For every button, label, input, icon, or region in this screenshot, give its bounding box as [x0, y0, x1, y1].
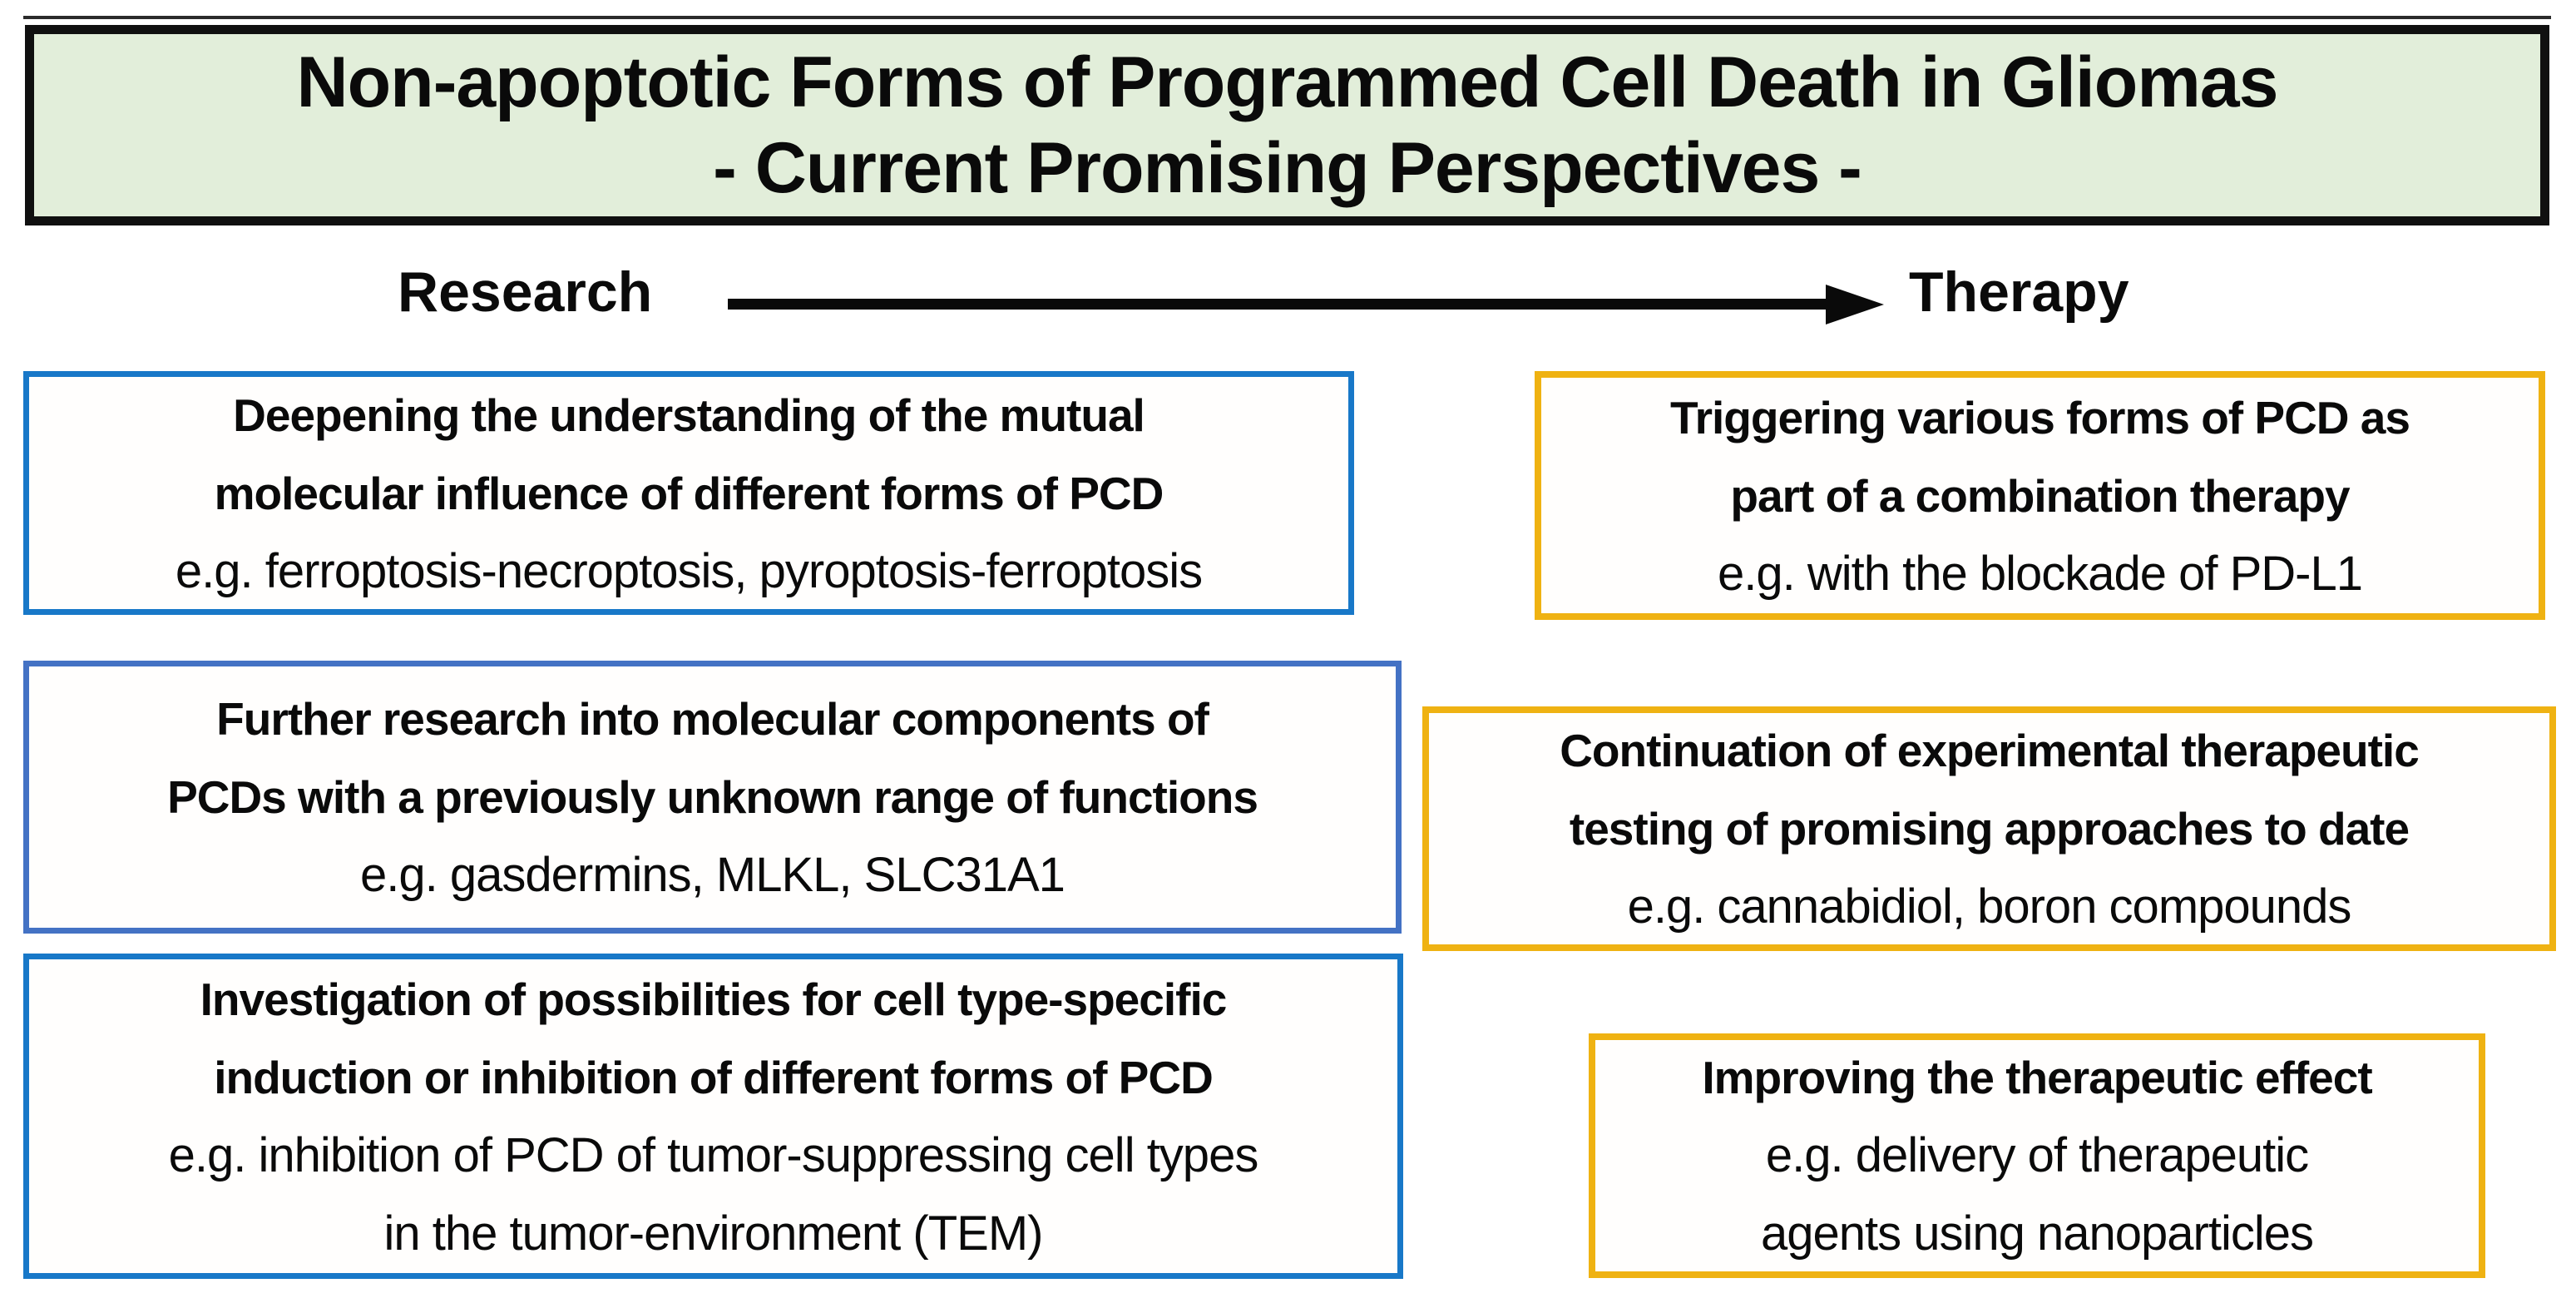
box-example-line: e.g. ferroptosis-necroptosis, pyroptosis… [175, 543, 1203, 598]
box-example-line: agents using nanoparticles [1760, 1206, 2314, 1261]
figure-title-line1: Non-apoptotic Forms of Programmed Cell D… [296, 42, 2279, 122]
top-border-line [23, 16, 2551, 19]
box-heading-line: Further research into molecular componen… [216, 693, 1209, 745]
research-axis-label: Research [398, 260, 653, 324]
research-to-therapy-arrow-line [728, 299, 1834, 310]
figure-title-line2: - Current Promising Perspectives - [713, 127, 1862, 208]
box-heading-line: part of a combination therapy [1730, 469, 2350, 522]
box-heading-line: testing of promising approaches to date [1569, 803, 2410, 855]
research-box-molecular-components: Further research into molecular componen… [23, 661, 1402, 934]
box-example-line: e.g. inhibition of PCD of tumor-suppress… [168, 1127, 1259, 1182]
therapy-box-improving-effect: Improving the therapeutic effect e.g. de… [1589, 1033, 2485, 1278]
box-example-line: in the tumor-environment (TEM) [383, 1206, 1044, 1261]
therapy-axis-label: Therapy [1909, 260, 2129, 324]
box-heading-line: Triggering various forms of PCD as [1670, 391, 2410, 443]
therapy-box-combination-therapy: Triggering various forms of PCD as part … [1535, 371, 2545, 620]
box-example-line: e.g. cannabidiol, boron compounds [1627, 879, 2352, 934]
right-arrow-icon [1826, 285, 1884, 325]
box-heading-line: Improving the therapeutic effect [1702, 1052, 2372, 1103]
box-heading-line: PCDs with a previously unknown range of … [167, 771, 1258, 823]
box-example-line: e.g. delivery of therapeutic [1765, 1128, 2309, 1182]
research-box-cell-type-specific: Investigation of possibilities for cell … [23, 954, 1403, 1279]
box-heading-line: Deepening the understanding of the mutua… [233, 389, 1145, 441]
box-heading-line: induction or inhibition of different for… [214, 1051, 1214, 1103]
therapy-box-experimental-testing: Continuation of experimental therapeutic… [1422, 706, 2556, 951]
box-heading-line: Continuation of experimental therapeutic [1560, 725, 2420, 776]
research-box-mutual-influence: Deepening the understanding of the mutua… [23, 371, 1354, 615]
box-example-line: e.g. gasdermins, MLKL, SLC31A1 [360, 848, 1066, 902]
box-heading-line: Investigation of possibilities for cell … [200, 973, 1228, 1025]
figure-title-box: Non-apoptotic Forms of Programmed Cell D… [25, 25, 2549, 225]
box-example-line: e.g. with the blockade of PD-L1 [1717, 546, 2363, 601]
box-heading-line: molecular influence of different forms o… [214, 467, 1164, 519]
